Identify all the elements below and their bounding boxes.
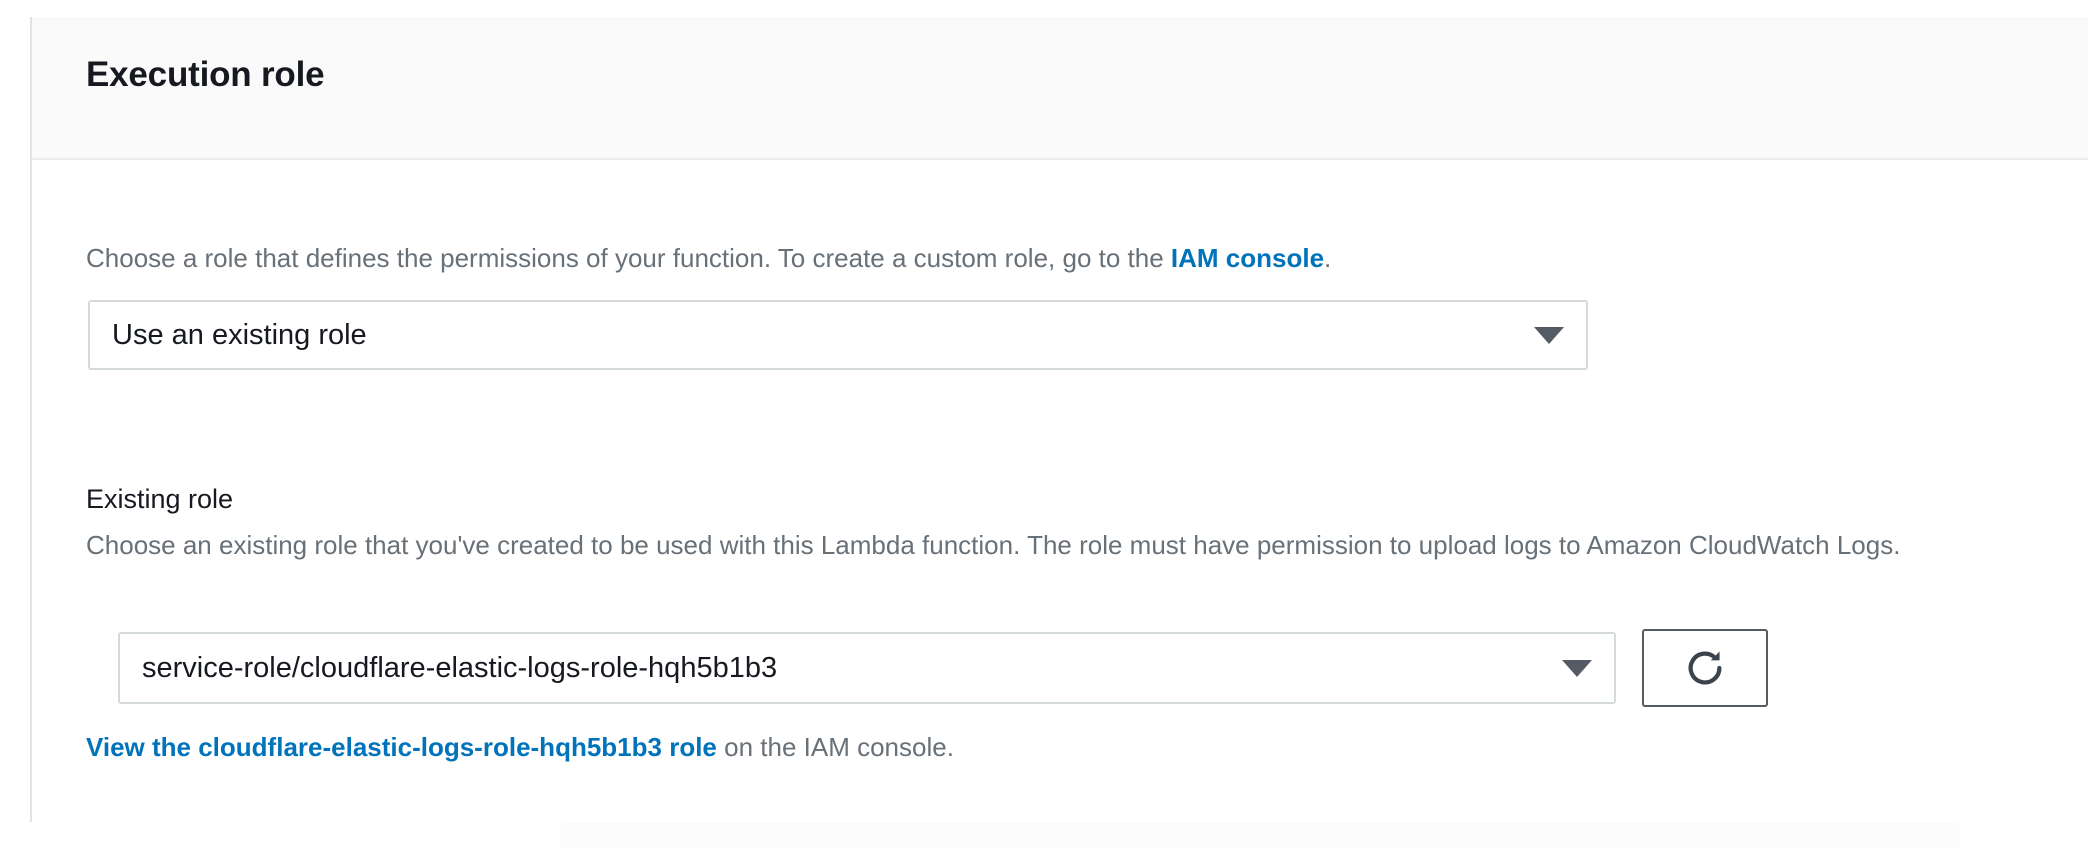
existing-role-select-value: service-role/cloudflare-elastic-logs-rol… bbox=[142, 652, 778, 684]
refresh-roles-button[interactable] bbox=[1642, 629, 1768, 707]
card-body: Choose a role that defines the permissio… bbox=[32, 162, 2088, 822]
execution-role-type-select[interactable]: Use an existing role bbox=[88, 300, 1588, 370]
existing-role-select[interactable]: service-role/cloudflare-elastic-logs-rol… bbox=[118, 632, 1616, 704]
view-role-link[interactable]: View the cloudflare-elastic-logs-role-hq… bbox=[86, 732, 717, 762]
refresh-icon bbox=[1682, 645, 1728, 691]
iam-console-link[interactable]: IAM console bbox=[1170, 243, 1325, 273]
chevron-down-icon bbox=[1512, 326, 1586, 344]
page-title: Execution role bbox=[86, 55, 325, 94]
existing-role-description: Choose an existing role that you've crea… bbox=[86, 530, 1901, 560]
execution-role-card: Execution role Choose a role that define… bbox=[30, 17, 2088, 822]
role-type-description-text: Choose a role that defines the permissio… bbox=[86, 243, 1171, 273]
view-role-link-row: View the cloudflare-elastic-logs-role-hq… bbox=[86, 730, 954, 764]
next-panel-edge bbox=[560, 822, 1960, 848]
existing-role-label: Existing role bbox=[86, 484, 234, 514]
card-header: Execution role bbox=[32, 17, 2088, 160]
view-role-link-suffix: on the IAM console. bbox=[716, 732, 954, 762]
execution-role-type-select-value: Use an existing role bbox=[112, 319, 367, 351]
role-type-description: Choose a role that defines the permissio… bbox=[86, 240, 1986, 277]
role-type-description-suffix: . bbox=[1324, 243, 1332, 273]
chevron-down-icon bbox=[1540, 659, 1614, 677]
